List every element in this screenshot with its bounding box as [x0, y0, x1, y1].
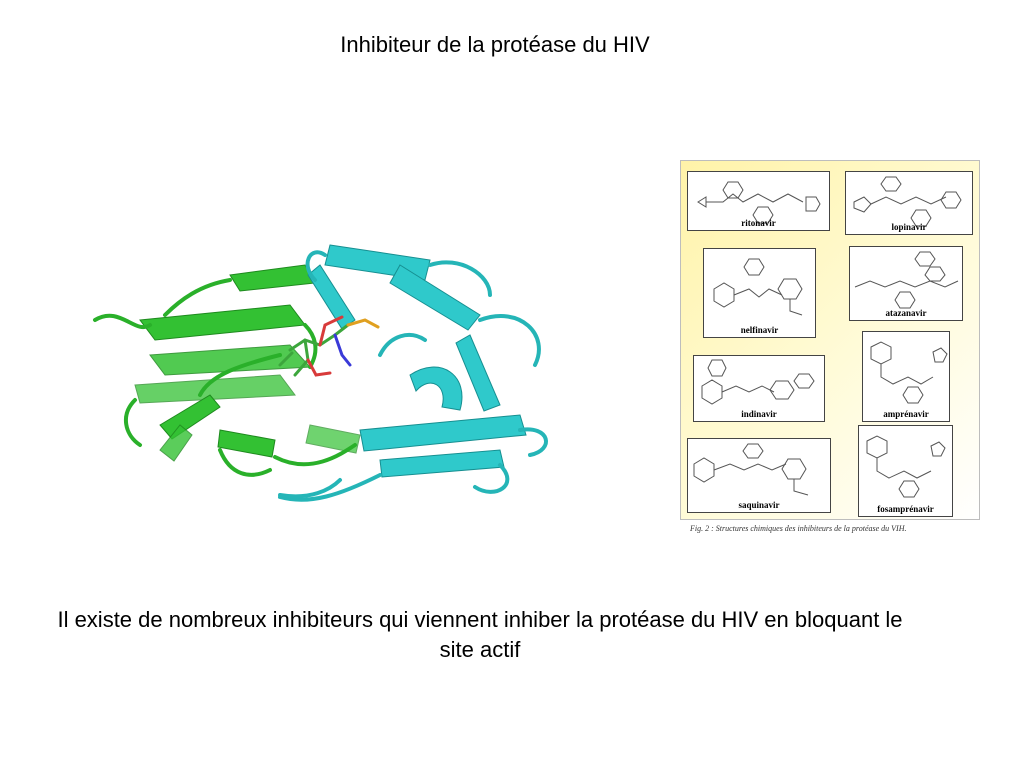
protein-structure-image [93, 244, 548, 502]
ritonavir-structure-icon [697, 181, 821, 224]
molecule-atazanavir: atazanavir [849, 246, 963, 321]
molecule-indinavir: indinavir [693, 355, 825, 422]
molecule-label: indinavir [741, 409, 777, 419]
molecule-label: amprénavir [883, 409, 929, 419]
fosamprenavir-structure-icon [866, 435, 946, 498]
saquinavir-structure-icon [693, 443, 809, 496]
molecule-label: saquinavir [738, 500, 780, 510]
molecule-saquinavir: saquinavir [687, 438, 831, 513]
molecule-amprenavir: amprénavir [862, 331, 950, 422]
figure-caption: Fig. 2 : Structures chimiques des inhibi… [690, 524, 907, 533]
molecule-fosamprenavir: fosamprénavir [858, 425, 953, 517]
lopinavir-structure-icon [853, 176, 962, 227]
molecule-label: lopinavir [891, 222, 927, 232]
nelfinavir-structure-icon [713, 258, 803, 316]
inhibitor-structures-figure: ritonavir lopinavir nelfinavir [680, 160, 980, 520]
slide-body-text: Il existe de nombreux inhibiteurs qui vi… [57, 607, 903, 662]
atazanavir-structure-icon [854, 251, 959, 309]
molecule-label: fosamprénavir [877, 504, 934, 514]
amprenavir-structure-icon [870, 341, 948, 404]
molecule-nelfinavir: nelfinavir [703, 248, 816, 338]
molecule-label: ritonavir [741, 218, 776, 228]
chain-b-ribbon [307, 244, 527, 478]
molecule-ritonavir: ritonavir [687, 171, 830, 231]
inhibitor-ligand [278, 315, 380, 377]
molecule-lopinavir: lopinavir [845, 171, 973, 235]
indinavir-structure-icon [701, 359, 815, 405]
slide-title: Inhibiteur de la protéase du HIV [340, 32, 650, 57]
molecule-label: nelfinavir [740, 325, 779, 335]
molecule-label: atazanavir [885, 308, 927, 318]
chain-a-ribbon [134, 264, 361, 462]
